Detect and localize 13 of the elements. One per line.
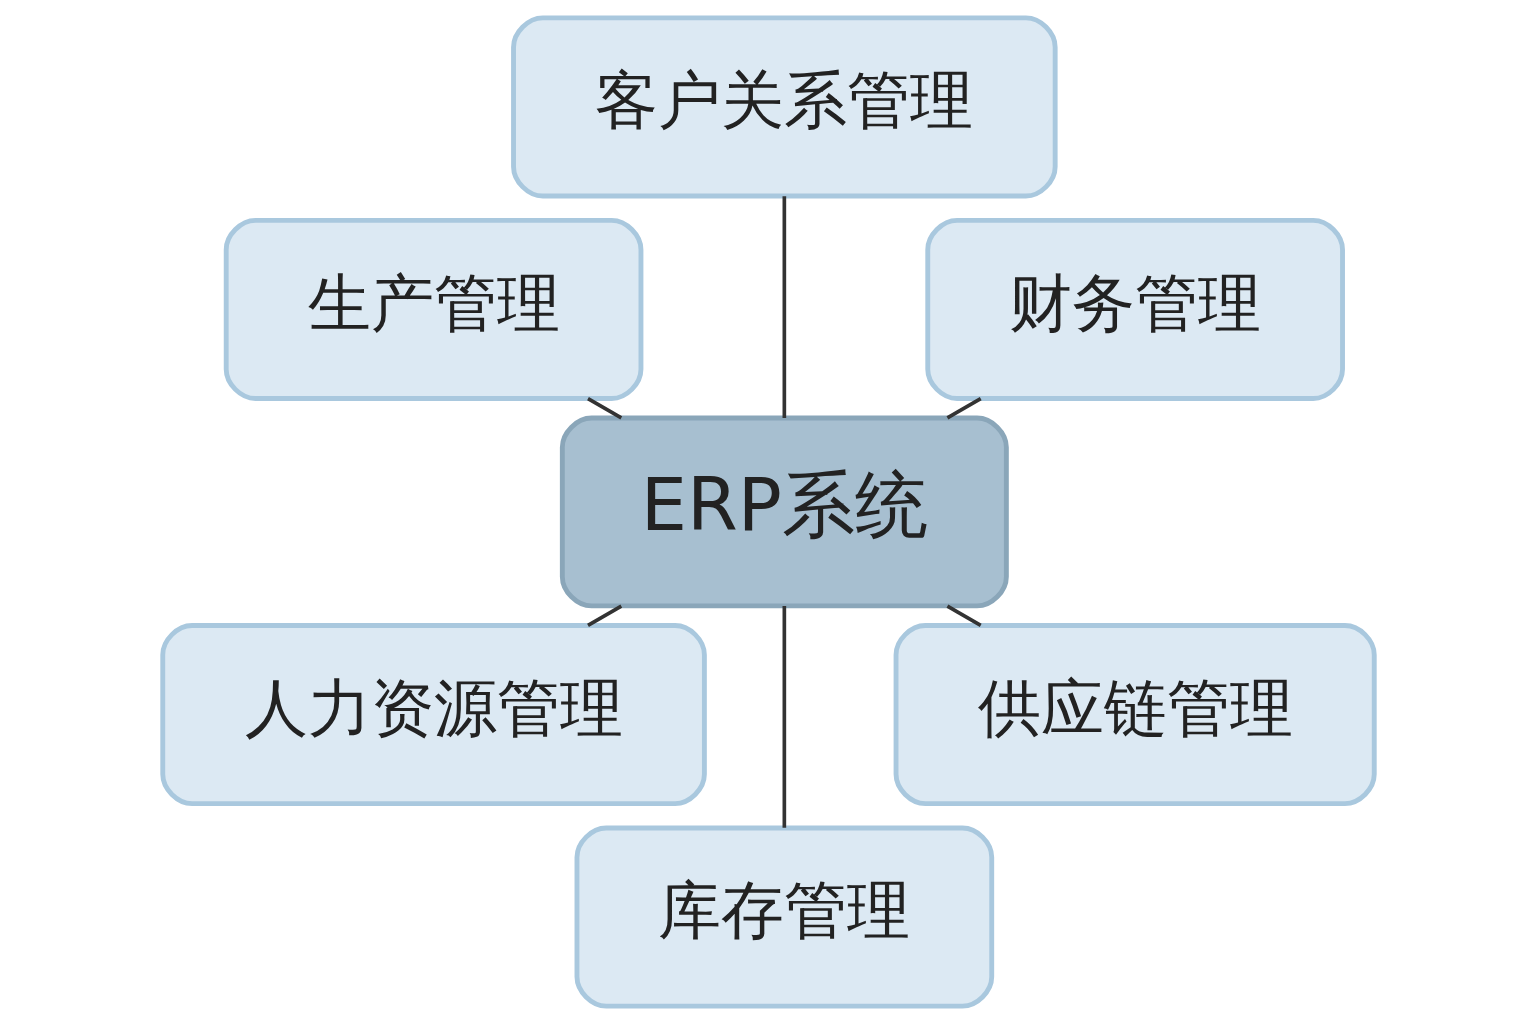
connector	[586, 604, 622, 627]
node-box: 客户关系管理	[510, 15, 1058, 199]
node-box: 财务管理	[924, 218, 1345, 401]
connector	[586, 397, 622, 420]
node-box: 供应链管理	[893, 623, 1377, 806]
node-box: 生产管理	[223, 218, 643, 401]
node-box: 库存管理	[574, 825, 994, 1009]
connector	[782, 605, 786, 828]
connector	[946, 397, 982, 420]
connector	[782, 196, 786, 419]
connector	[946, 604, 982, 627]
node-box: ERP系统	[559, 415, 1009, 609]
node-box: 人力资源管理	[159, 623, 707, 806]
